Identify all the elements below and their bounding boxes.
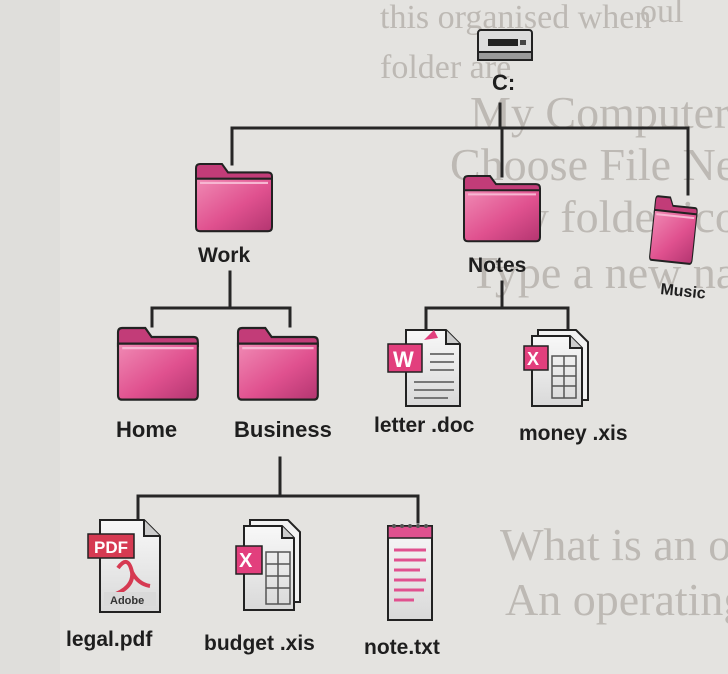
folder-notes-label: Notes: [468, 254, 526, 277]
svg-text:An operating system: An operating system: [505, 574, 728, 625]
text-file-icon: [387, 524, 433, 621]
svg-text:X: X: [527, 349, 539, 369]
folder-icon: [462, 174, 542, 243]
svg-text:Choose File New and: Choose File New and: [450, 139, 728, 190]
folder-business[interactable]: [236, 326, 319, 401]
folder-business-label: Business: [234, 417, 332, 442]
folder-music-label: Music: [660, 281, 707, 303]
folder-icon: [194, 162, 274, 233]
file-letter-label: letter .doc: [374, 414, 475, 437]
folder-icon: [116, 326, 199, 401]
hard-drive-icon[interactable]: [477, 29, 533, 61]
svg-text:What is an operating system: What is an operating system: [500, 519, 728, 570]
file-note-txt[interactable]: [387, 524, 433, 621]
file-money-xis[interactable]: X: [523, 329, 589, 407]
file-legal-label: legal.pdf: [66, 628, 153, 651]
file-budget-label: budget .xis: [204, 632, 315, 655]
folder-icon: [236, 326, 319, 401]
file-legal-pdf[interactable]: PDF Adobe: [87, 519, 161, 613]
svg-text:oul: oul: [640, 0, 683, 30]
file-note-label: note.txt: [364, 636, 440, 659]
svg-text:X: X: [239, 550, 253, 572]
pdf-badge-text: PDF: [94, 538, 128, 557]
svg-text:W: W: [393, 347, 414, 372]
file-money-label: money .xis: [519, 422, 628, 445]
folder-notes[interactable]: [462, 174, 542, 243]
spreadsheet-icon: X: [523, 329, 589, 407]
adobe-badge-text: Adobe: [110, 595, 144, 607]
tree-connectors: [136, 102, 690, 524]
folder-home-label: Home: [116, 417, 177, 442]
drive-label: C:: [492, 70, 515, 95]
file-budget-xis[interactable]: X: [235, 519, 301, 611]
folder-work[interactable]: [194, 162, 274, 233]
folder-home[interactable]: [116, 326, 199, 401]
folder-work-label: Work: [198, 244, 250, 267]
file-letter-doc[interactable]: W: [387, 329, 461, 407]
spreadsheet-icon: X: [235, 519, 301, 611]
pdf-document-icon: PDF Adobe: [87, 519, 161, 613]
word-document-icon: W: [387, 329, 461, 407]
